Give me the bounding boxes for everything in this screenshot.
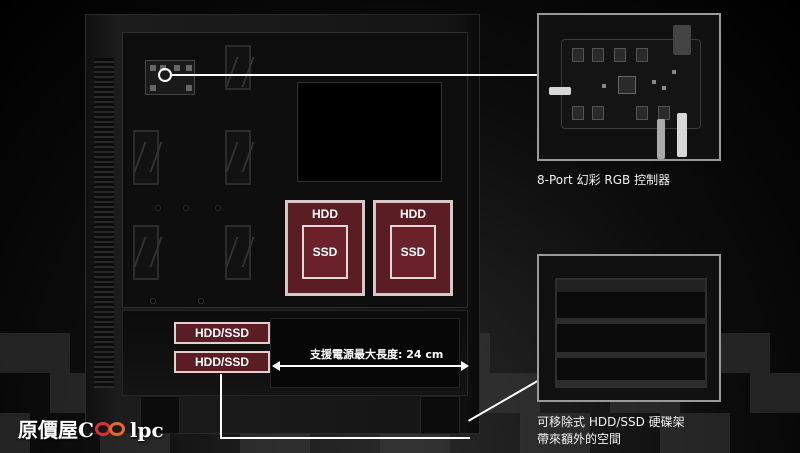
floor-tile <box>470 373 540 413</box>
floor-tile <box>750 373 800 413</box>
cpu-cutout <box>297 82 442 182</box>
ssd-label: SSD <box>400 245 426 259</box>
cage-connector-line-v <box>220 374 222 438</box>
tray-bracket <box>133 130 159 185</box>
floor-tile <box>0 333 70 373</box>
cage-shelf <box>557 380 705 386</box>
psu-bay <box>270 318 460 388</box>
cage-connector-line-h <box>220 437 470 439</box>
tray-bracket <box>225 225 251 280</box>
controller-marker-ring <box>158 68 172 82</box>
tray-bracket <box>225 45 251 90</box>
drive-cage-callout <box>537 254 721 402</box>
logo-prefix: 原價屋C <box>18 418 94 442</box>
tray-hole <box>183 205 189 211</box>
sata-cable <box>673 25 691 55</box>
tray-hole <box>198 298 204 304</box>
drive-sled-lower: HDD/SSD <box>174 351 270 373</box>
rgb-controller-callout <box>537 13 721 161</box>
drive-cage <box>555 278 707 388</box>
tray-hole <box>215 205 221 211</box>
cage-caption-line-2: 帶來額外的空間 <box>537 432 622 446</box>
rgb-cable <box>657 119 665 159</box>
floor-tile <box>660 413 730 453</box>
drive-mount-right: HDD SSD <box>373 200 453 296</box>
hdd-label: HDD <box>312 207 338 221</box>
controller-connector-line <box>172 74 538 76</box>
hdd-label: HDD <box>400 207 426 221</box>
drive-mount-left: HDD SSD <box>285 200 365 296</box>
case-foot <box>420 396 460 434</box>
case-vent <box>94 58 114 388</box>
floor-tile <box>520 413 590 453</box>
tray-hole <box>150 298 156 304</box>
rgb-cable <box>549 87 571 95</box>
tray-bracket <box>225 130 251 185</box>
ssd-slot: SSD <box>302 225 348 279</box>
rgb-cable <box>677 113 687 157</box>
ssd-label: SSD <box>312 245 338 259</box>
floor-tile <box>0 413 30 453</box>
coolpc-logo: 原價屋C lpc <box>18 414 164 443</box>
controller-caption: 8-Port 幻彩 RGB 控制器 <box>537 173 671 187</box>
psu-length-arrow <box>272 361 469 371</box>
case-foot <box>140 396 180 434</box>
logo-oo-icon <box>94 419 129 437</box>
logo-suffix: lpc <box>129 418 164 442</box>
drive-sled-upper: HDD/SSD <box>174 322 270 344</box>
tray-bracket <box>133 225 159 280</box>
cage-shelf <box>557 318 705 324</box>
tray-hole <box>155 205 161 211</box>
cage-caption-line-1: 可移除式 HDD/SSD 硬碟架 <box>537 415 685 429</box>
psu-length-label: 支援電源最大長度: 24 cm <box>310 348 444 361</box>
ssd-slot: SSD <box>390 225 436 279</box>
cage-shelf <box>557 352 705 358</box>
